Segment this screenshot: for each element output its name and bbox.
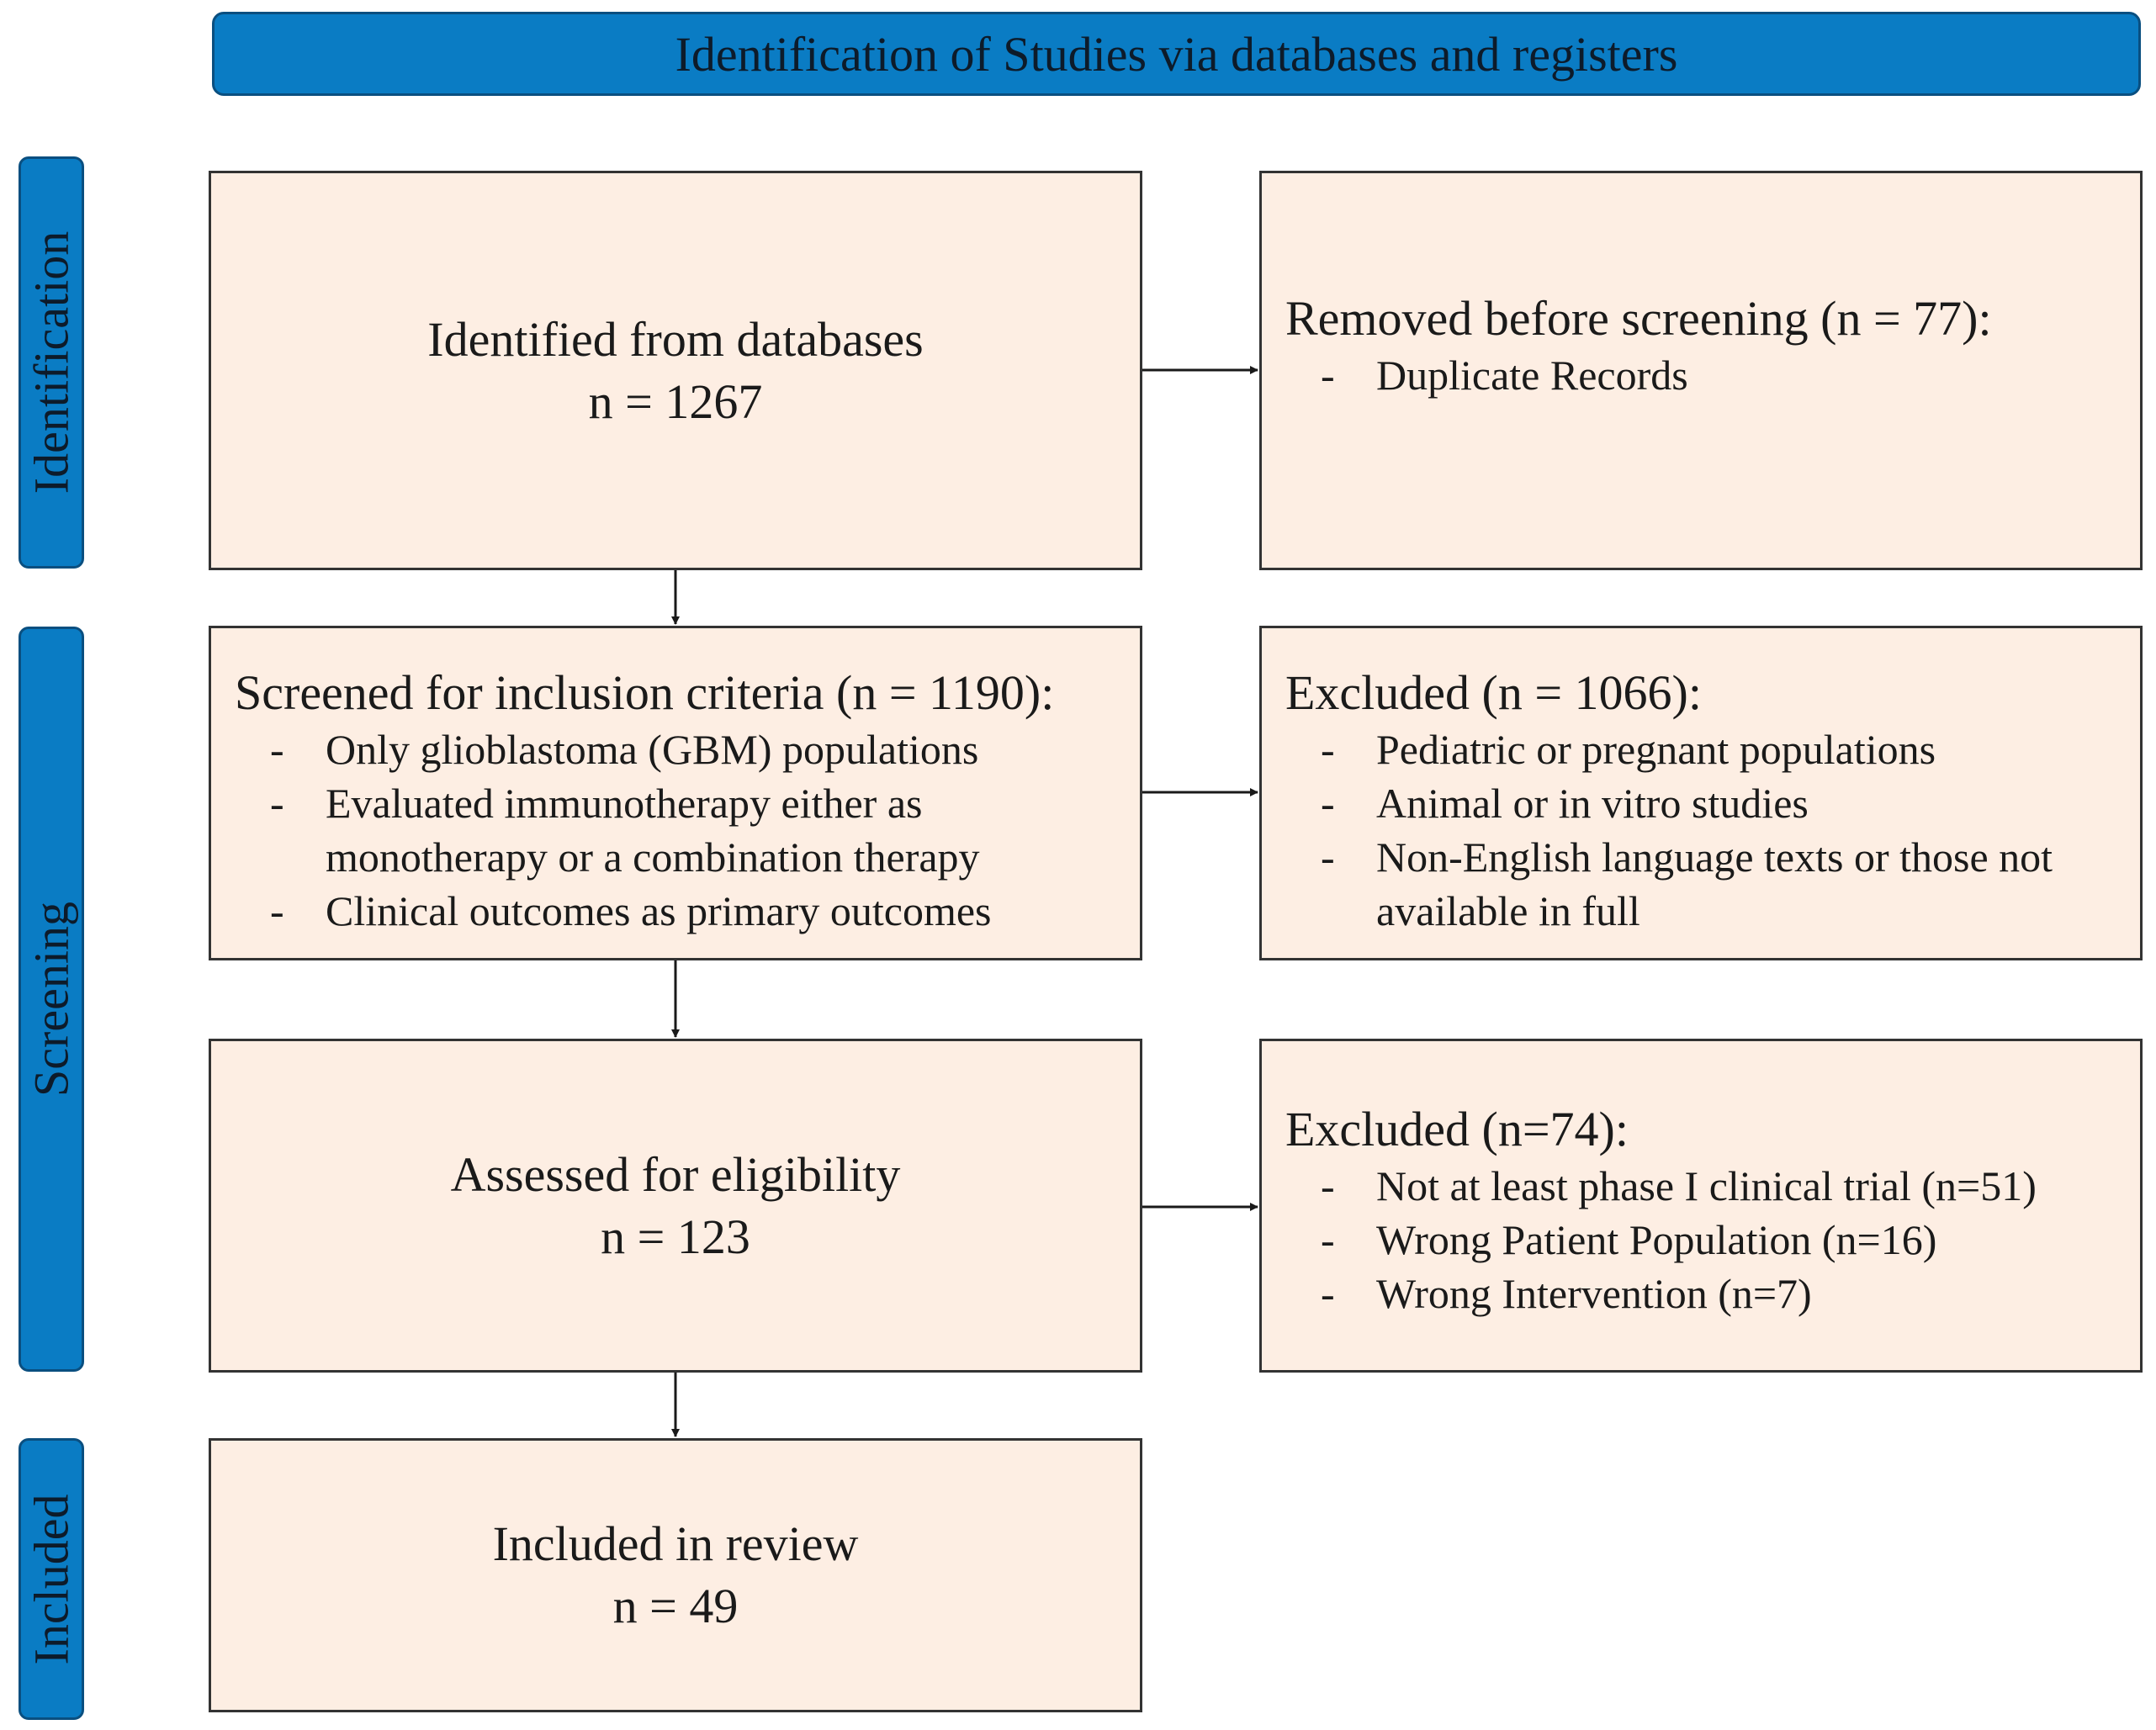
removed-box: Removed before screening (n = 77): - Dup… [1259,171,2143,570]
header-title: Identification of Studies via databases … [675,26,1678,82]
list-item: - Clinical outcomes as primary outcomes [235,884,1116,938]
list-marker: - [270,726,284,773]
list-marker: - [1321,780,1335,827]
phase-label-included: Included [19,1438,84,1720]
list-marker: - [1321,1270,1335,1317]
list-marker: - [270,887,284,934]
excluded-screening-title: Excluded (n = 1066): [1285,665,1702,720]
list-item: - Wrong Intervention (n=7) [1285,1267,2116,1320]
list-item: - Duplicate Records [1285,348,2116,402]
list-item: - Animal or in vitro studies [1285,776,2116,830]
assessed-count: n = 123 [601,1209,750,1264]
included-count: n = 49 [612,1579,739,1633]
phase-label-screening: Screening [19,627,84,1372]
included-box: Included in review n = 49 [209,1438,1142,1712]
list-marker: - [270,780,284,827]
screened-title: Screened for inclusion criteria (n = 119… [235,665,1055,720]
list-marker: - [1321,833,1335,881]
list-item: - Evaluated immunotherapy either as mono… [235,776,1116,884]
excluded-eligibility-title: Excluded (n=74): [1285,1102,1629,1156]
assessed-box: Assessed for eligibility n = 123 [209,1039,1142,1373]
identified-count: n = 1267 [588,373,763,429]
list-item: - Wrong Patient Population (n=16) [1285,1213,2116,1267]
identified-box: Identified from databases n = 1267 [209,171,1142,570]
list-item: - Not at least phase I clinical trial (n… [1285,1159,2116,1213]
list-item: - Only glioblastoma (GBM) populations [235,722,1116,776]
header-banner: Identification of Studies via databases … [212,12,2141,96]
list-marker: - [1321,352,1335,399]
screened-box: Screened for inclusion criteria (n = 119… [209,626,1142,960]
list-marker: - [1321,1162,1335,1209]
assessed-label: Assessed for eligibility [450,1146,901,1202]
phase-label-identification: Identification [19,156,84,569]
identified-label: Identified from databases [427,311,924,367]
included-label: Included in review [492,1516,859,1571]
removed-title: Removed before screening (n = 77): [1285,291,1992,346]
list-marker: - [1321,726,1335,773]
list-item: - Pediatric or pregnant populations [1285,722,2116,776]
excluded-eligibility-box: Excluded (n=74): - Not at least phase I … [1259,1039,2143,1373]
excluded-screening-box: Excluded (n = 1066): - Pediatric or preg… [1259,626,2143,960]
list-item: - Non-English language texts or those no… [1285,830,2116,938]
list-marker: - [1321,1216,1335,1263]
